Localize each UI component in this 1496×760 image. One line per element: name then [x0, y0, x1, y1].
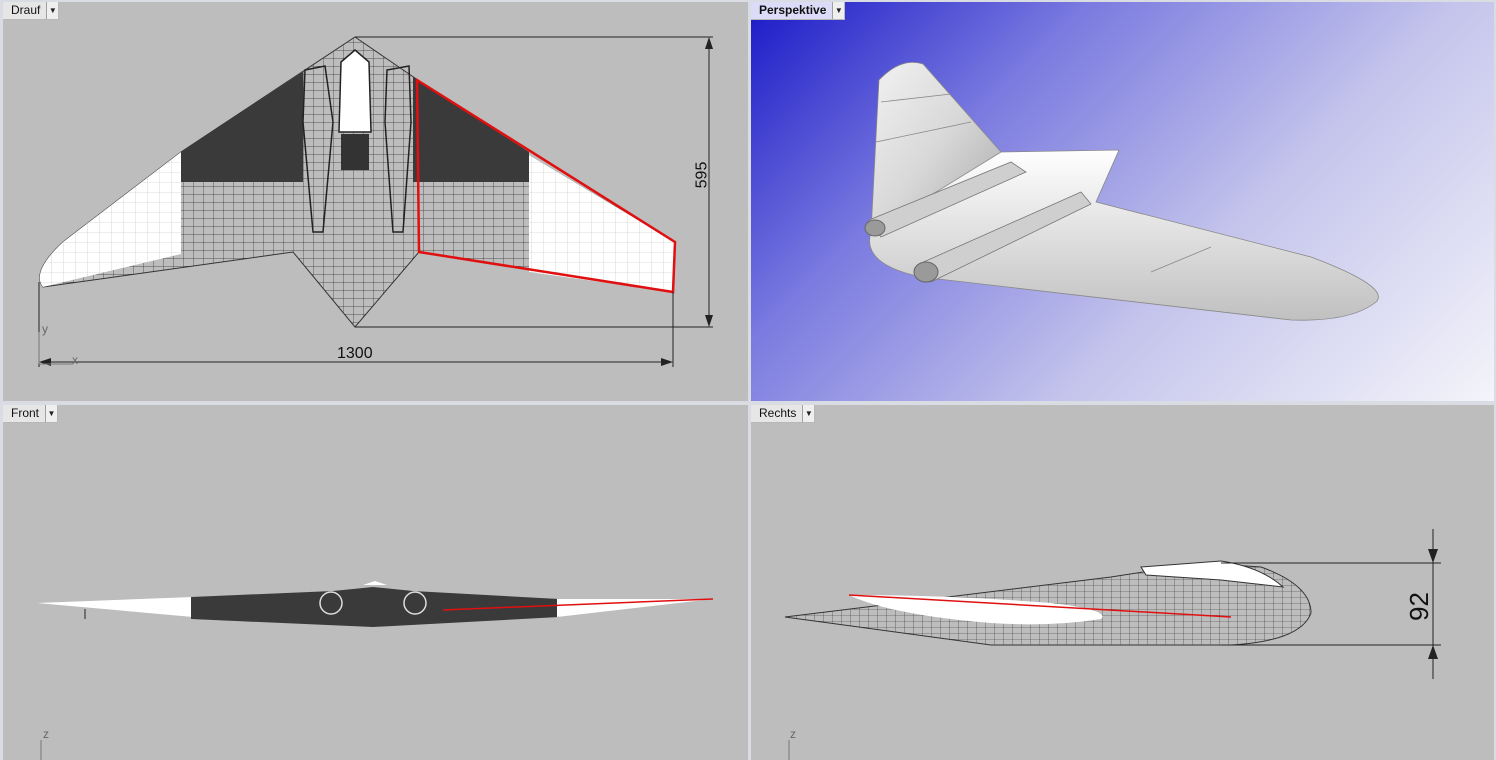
dimension-span-label: 1300 [337, 345, 373, 362]
left-leading-band [181, 72, 303, 182]
viewport-right[interactable]: Rechts ▼ 92 z [751, 405, 1494, 760]
chevron-down-icon[interactable]: ▼ [45, 405, 58, 422]
axis-z-label: z [790, 727, 796, 741]
dimension-length-label: 595 [693, 161, 711, 189]
viewport-title: Rechts [759, 406, 797, 420]
perspective-body [869, 149, 1379, 321]
viewport-tab-right[interactable]: Rechts ▼ [751, 405, 816, 423]
front-view-canvas [37, 581, 714, 760]
right-leading-band [413, 77, 529, 182]
right-view-canvas [784, 529, 1441, 760]
viewport-tab-perspective[interactable]: Perspektive ▼ [751, 2, 846, 20]
viewport-perspective[interactable]: Perspektive ▼ [751, 2, 1494, 401]
axis-y-label: y [42, 322, 48, 336]
front-wing-left-tip [37, 597, 193, 617]
viewport-title: Front [11, 406, 40, 420]
front-wing-center [191, 587, 559, 627]
front-engine-left [319, 591, 343, 615]
side-red-line [848, 594, 1232, 618]
left-wingtip-grid [39, 152, 182, 287]
viewport-tab-front[interactable]: Front ▼ [3, 405, 59, 423]
left-engine [302, 65, 334, 233]
axis-z-label: z [43, 727, 49, 741]
chevron-down-icon[interactable]: ▼ [832, 2, 845, 19]
front-red-line [442, 598, 714, 611]
chevron-down-icon[interactable]: ▼ [802, 405, 815, 422]
top-view-canvas [38, 36, 713, 367]
front-engine-right [403, 591, 427, 615]
cockpit-base [341, 134, 369, 170]
side-white-wing [849, 595, 1103, 625]
side-canopy [1140, 560, 1285, 588]
chevron-down-icon[interactable]: ▼ [46, 2, 59, 19]
right-engine [384, 65, 412, 233]
viewport-front[interactable]: Front ▼ z [3, 405, 748, 760]
viewport-top[interactable]: Drauf ▼ [3, 2, 748, 401]
viewport-title: Drauf [11, 3, 41, 17]
right-wingtip-grid [529, 155, 675, 292]
axis-x-label: x [72, 353, 78, 367]
cockpit-canopy [338, 49, 372, 133]
dimension-height-label: 92 [1403, 592, 1434, 621]
perspective-canvas [864, 61, 1379, 321]
viewport-tab-top[interactable]: Drauf ▼ [3, 2, 60, 20]
viewport-title: Perspektive [759, 3, 827, 17]
